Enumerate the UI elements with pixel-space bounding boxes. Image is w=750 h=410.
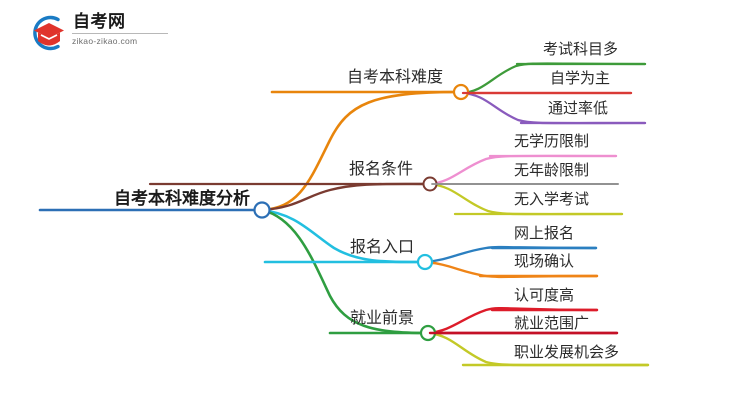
branch-node-label: 报名条件: [349, 161, 414, 178]
logo-divider: [72, 33, 168, 34]
logo-title: 自考网: [73, 12, 126, 31]
logo-domain: zikao-zikao.com: [72, 36, 138, 46]
root-node[interactable]: 自考本科难度分析: [112, 190, 252, 209]
leaf-node-label: 无年龄限制: [514, 162, 590, 179]
leaf-node-xianchang-queren[interactable]: 现场确认: [512, 254, 576, 271]
leaf-node-label: 考试科目多: [543, 41, 619, 58]
leaf-node-label: 无学历限制: [514, 133, 590, 150]
branch3-node-circle[interactable]: [416, 253, 434, 271]
leaf-node-zixue-weizhu[interactable]: 自学为主: [548, 71, 612, 88]
branch-node-label: 自考本科难度: [347, 69, 444, 86]
leaf-node-label: 现场确认: [514, 253, 575, 270]
leaf-node-kaoshi-kemu-duo[interactable]: 考试科目多: [541, 42, 620, 59]
leaf-node-label: 就业范围广: [514, 315, 590, 332]
leaf-node-label: 网上报名: [514, 225, 575, 242]
leaf-node-label: 通过率低: [548, 100, 609, 117]
leaf-node-jiuye-fanwei-guang[interactable]: 就业范围广: [512, 316, 591, 333]
leaf-node-renkedu-gao[interactable]: 认可度高: [512, 288, 576, 305]
edge-root-to-branch2: [260, 182, 431, 212]
branch-node-baoming-rukou[interactable]: 报名入口: [348, 240, 416, 258]
leaf-node-label: 自学为主: [550, 70, 611, 87]
branch-node-jiuye-qianjing[interactable]: 就业前景: [348, 311, 416, 329]
root-node-circle[interactable]: [253, 201, 271, 219]
root-node-label: 自考本科难度分析: [114, 189, 250, 208]
branch-node-label: 就业前景: [350, 310, 415, 327]
leaf-node-wu-ruxue-kaoshi[interactable]: 无入学考试: [512, 192, 591, 209]
edge-root-to-branch4: [260, 208, 429, 335]
leaf-node-tongguolv-di[interactable]: 通过率低: [546, 101, 610, 118]
branch-node-label: 报名入口: [350, 239, 415, 256]
leaf-node-wu-xueli-xianzhi[interactable]: 无学历限制: [512, 134, 591, 151]
leaf-node-label: 认可度高: [514, 287, 575, 304]
leaf-node-wu-nianling-xianzhi[interactable]: 无年龄限制: [512, 163, 591, 180]
site-logo[interactable]: 自考网 zikao-zikao.com: [28, 10, 168, 56]
logo-text: 自考网 zikao-zikao.com: [72, 12, 168, 47]
graduation-cap-icon: [33, 15, 64, 51]
leaf-node-label: 无入学考试: [514, 191, 590, 208]
leaf-node-label: 职业发展机会多: [514, 344, 620, 361]
branch-node-baoming-tiaojian[interactable]: 报名条件: [347, 162, 415, 180]
edge-root-to-branch1: [260, 90, 461, 212]
leaf-node-wangshang-baoming[interactable]: 网上报名: [512, 226, 576, 243]
leaf-node-zhiye-fazhan-jihui-duo[interactable]: 职业发展机会多: [512, 345, 621, 362]
branch-node-zikaobenke-nandu[interactable]: 自考本科难度: [345, 70, 445, 88]
